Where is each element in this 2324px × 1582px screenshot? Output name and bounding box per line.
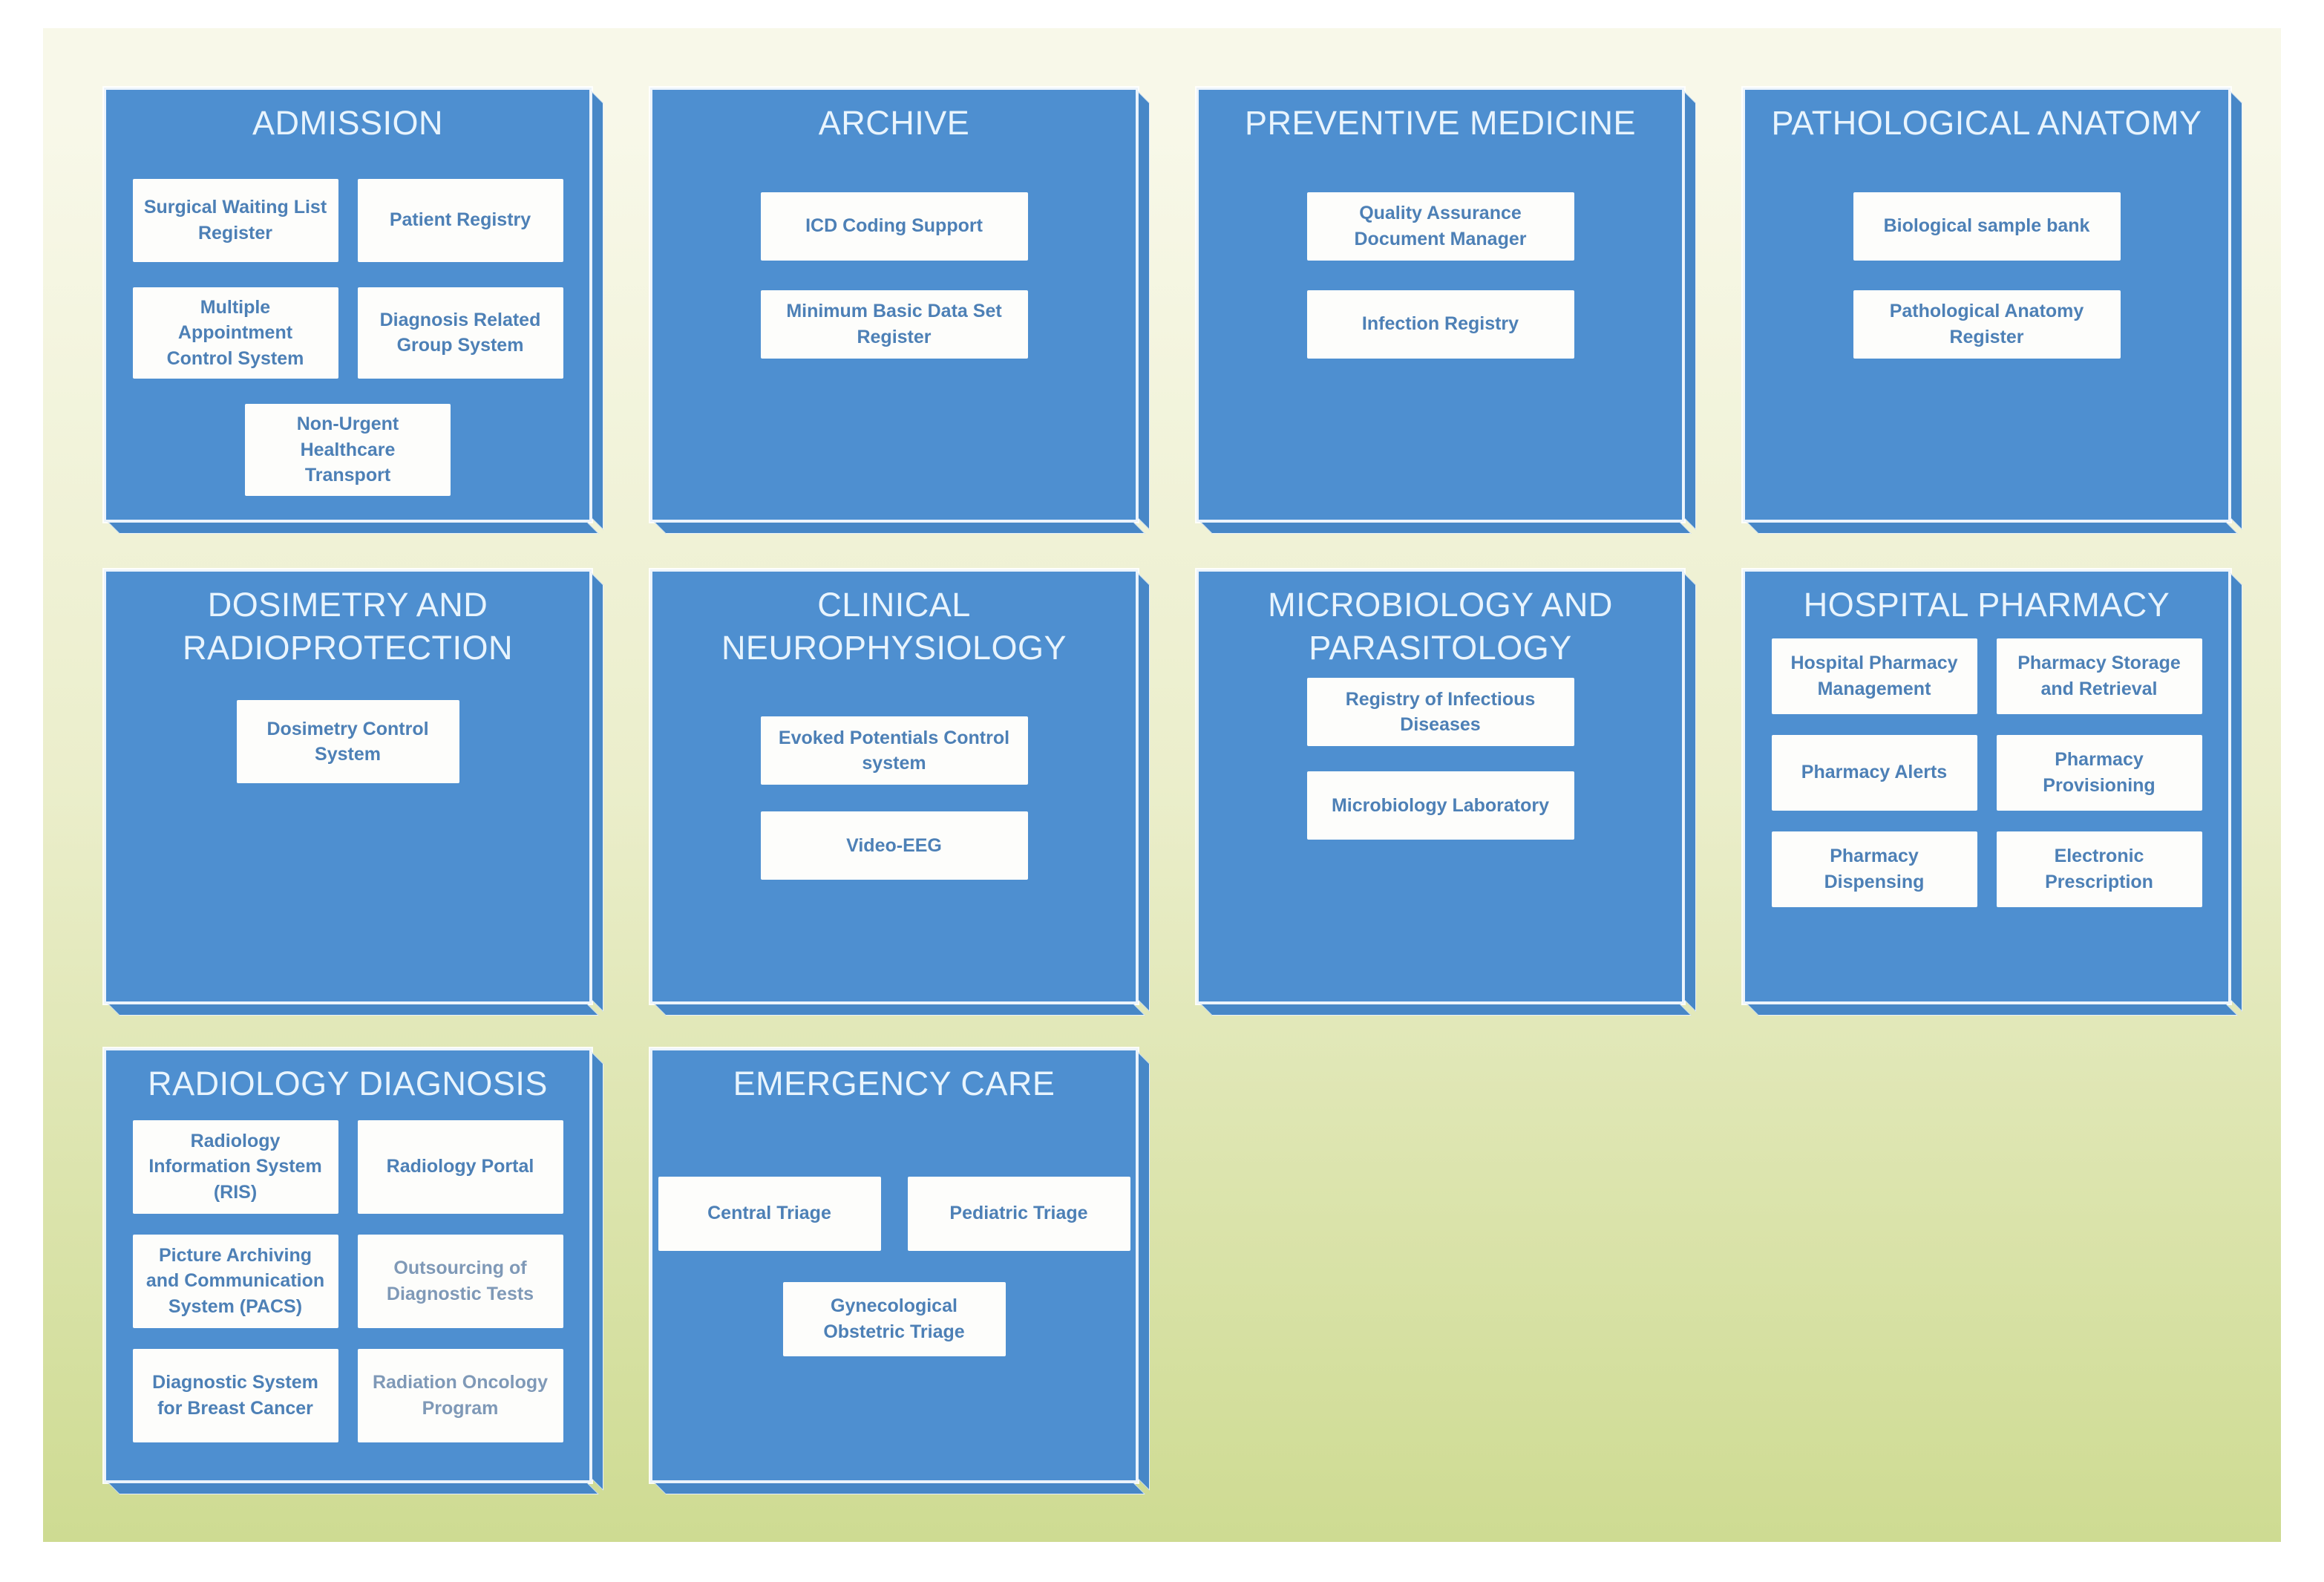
module-box: Quality Assurance Document Manager [1306, 192, 1574, 261]
category-modules-radiology-diagnosis: Radiology Information System (RIS)Radiol… [106, 1105, 589, 1480]
module-box: ICD Coding Support [760, 192, 1028, 261]
category-box-dosimetry: DOSIMETRY AND RADIOPROTECTION Dosimetry C… [104, 569, 592, 1004]
category-modules-dosimetry: Dosimetry Control System [106, 669, 589, 1001]
module-box: Pediatric Triage [907, 1176, 1130, 1251]
module-box: Gynecological Obstetric Triage [782, 1281, 1006, 1356]
module-box: Diagnostic System for Breast Cancer [132, 1348, 338, 1442]
module-box: Hospital Pharmacy Management [1771, 638, 1977, 714]
module-box: Pathological Anatomy Register [1853, 290, 2121, 359]
category-title-microbiology: MICROBIOLOGY AND PARASITOLOGY [1268, 586, 1613, 667]
module-box: Radiology Information System (RIS) [132, 1120, 338, 1214]
module-box: Biological sample bank [1853, 192, 2121, 261]
module-box: Evoked Potentials Control system [760, 716, 1028, 785]
category-title-archive: ARCHIVE [818, 104, 970, 142]
module-box: Radiology Portal [357, 1120, 563, 1214]
module-box: Infection Registry [1306, 290, 1574, 359]
module-box: Surgical Waiting List Register [132, 178, 338, 262]
module-box: Pharmacy Provisioning [1996, 734, 2202, 811]
category-title-admission: ADMISSION [252, 104, 444, 142]
module-box: Diagnosis Related Group System [357, 287, 563, 379]
module-box: Outsourcing of Diagnostic Tests [357, 1234, 563, 1328]
module-box: Pharmacy Dispensing [1771, 831, 1977, 907]
module-box: Multiple Appointment Control System [132, 287, 338, 379]
module-box: Picture Archiving and Communication Syst… [132, 1234, 338, 1328]
category-title-dosimetry: DOSIMETRY AND RADIOPROTECTION [182, 586, 514, 667]
category-title-hospital-pharmacy: HOSPITAL PHARMACY [1803, 586, 2170, 624]
module-box: Radiation Oncology Program [357, 1348, 563, 1442]
category-box-emergency-care: EMERGENCY CARE Central Triage Pediatric Tr… [650, 1048, 1138, 1483]
module-box: Patient Registry [357, 178, 563, 262]
module-box: Pharmacy Alerts [1771, 734, 1977, 811]
module-box: Dosimetry Control System [236, 700, 459, 784]
module-box: Non-Urgent Healthcare Transport [245, 404, 451, 496]
category-title-clinical-neurophysiology: CLINICAL NEUROPHYSIOLOGY [721, 586, 1067, 667]
module-box: Registry of Infectious Diseases [1306, 678, 1574, 747]
module-box: Central Triage [658, 1176, 881, 1251]
category-title-pathological-anatomy: PATHOLOGICAL ANATOMY [1771, 104, 2202, 142]
module-box: Video-EEG [760, 811, 1028, 880]
category-title-radiology-diagnosis: RADIOLOGY DIAGNOSIS [148, 1065, 548, 1102]
module-box: Microbiology Laboratory [1306, 771, 1574, 840]
category-title-preventive-medicine: PREVENTIVE MEDICINE [1244, 104, 1637, 142]
category-title-emergency-care: EMERGENCY CARE [733, 1065, 1055, 1102]
module-box: Minimum Basic Data Set Register [760, 290, 1028, 359]
module-box: Pharmacy Storage and Retrieval [1996, 638, 2202, 714]
module-box: Electronic Prescription [1996, 831, 2202, 907]
